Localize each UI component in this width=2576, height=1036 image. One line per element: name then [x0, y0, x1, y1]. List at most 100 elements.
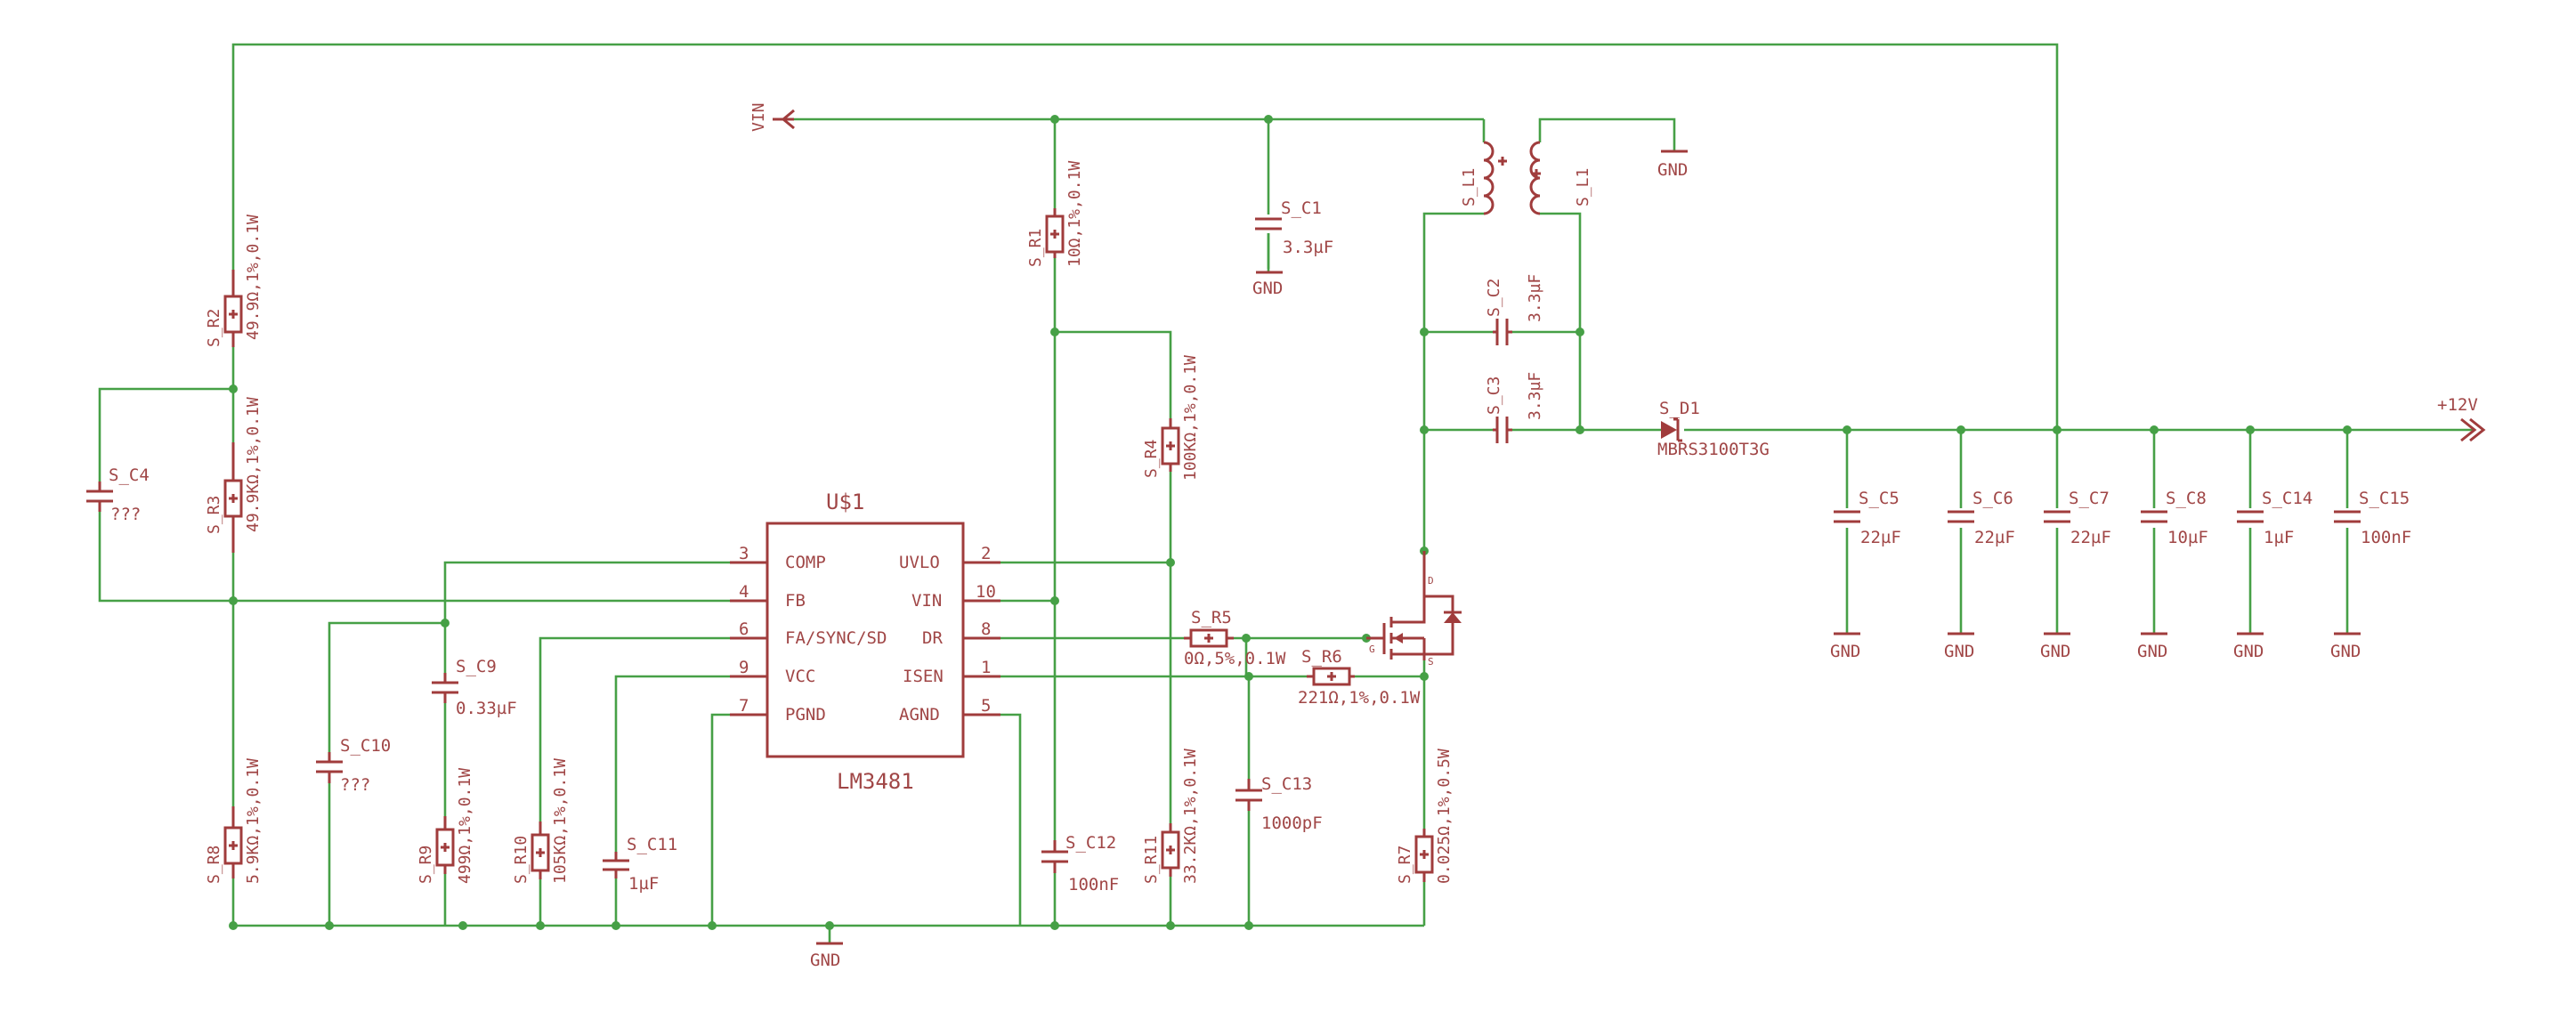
resistor-r4: S_R4 100KΩ,1%,0.1W: [1142, 355, 1200, 481]
resistor-ref: S_R10: [512, 836, 531, 884]
resistor-ref: S_R3: [205, 496, 223, 534]
pin-name: COMP: [785, 553, 826, 572]
diode-ref: S_D1: [1659, 399, 1700, 418]
gnd-label: GND: [810, 951, 840, 970]
capacitor-ref: S_C3: [1485, 376, 1503, 415]
resistor-ref: S_R8: [205, 846, 223, 884]
pin-num: 10: [976, 582, 996, 602]
capacitor-ref: S_C10: [340, 736, 391, 756]
capacitor-c4: S_C4 ???: [86, 465, 150, 524]
resistor-r11: S_R11 33.2KΩ,1%,0.1W: [1142, 749, 1200, 884]
resistor-r1: S_R1 10Ω,1%,0.1W: [1026, 161, 1084, 267]
pin-name: FA/SYNC/SD: [785, 628, 887, 648]
capacitor-value: 1µF: [628, 874, 659, 894]
capacitor-ref: S_C13: [1261, 774, 1312, 794]
capacitor-c5: S_C5 22µF: [1834, 489, 1901, 547]
out-port: +12V: [2437, 395, 2486, 442]
capacitor-value: 3.3µF: [1526, 372, 1544, 420]
gnd-symbol: GND: [810, 942, 843, 970]
capacitor-c6: S_C6 22µF: [1948, 489, 2015, 547]
resistor-value: 0Ω,5%,0.1W: [1184, 649, 1286, 668]
vin-port: VIN: [749, 102, 795, 132]
resistor-value: 0.025Ω,1%,0.5W: [1435, 749, 1454, 884]
resistor-value: 100KΩ,1%,0.1W: [1181, 355, 1200, 481]
diode-d1: S_D1 MBRS3100T3G: [1657, 399, 1770, 459]
capacitor-value: ???: [340, 775, 370, 795]
capacitor-c13: S_C13 1000pF: [1235, 774, 1323, 833]
resistor-ref: S_R7: [1396, 846, 1414, 884]
capacitor-c9: S_C9 0.33µF: [432, 657, 517, 718]
inductor-ref: S_L1: [1460, 168, 1478, 206]
resistor-r6: S_R6 221Ω,1%,0.1W: [1298, 647, 1421, 708]
pin-name: FB: [785, 591, 806, 611]
mosfet-gate-label: G: [1369, 643, 1375, 655]
resistor-ref: S_R4: [1142, 440, 1161, 478]
inductor-l1: S_L1 S_L1: [1460, 141, 1592, 215]
capacitor-ref: S_C1: [1281, 198, 1322, 218]
pin-name: DR: [922, 628, 943, 648]
capacitor-ref: S_C5: [1859, 489, 1900, 508]
capacitor-ref: S_C14: [2262, 489, 2313, 508]
gnd-label: GND: [1830, 642, 1860, 661]
capacitor-c14: S_C14 1µF: [2237, 489, 2313, 547]
capacitor-value: ???: [110, 505, 141, 524]
gnd-label: GND: [2233, 642, 2264, 661]
vin-label: VIN: [749, 102, 768, 132]
pin-num: 3: [739, 544, 749, 563]
gnd-symbol: GND: [2233, 632, 2264, 661]
gnd-label: GND: [2330, 642, 2361, 661]
capacitor-c3: S_C3 3.3µF: [1485, 372, 1544, 443]
resistor-value: 33.2KΩ,1%,0.1W: [1181, 749, 1200, 884]
pin-num: 4: [739, 582, 749, 602]
capacitor-ref: S_C15: [2359, 489, 2410, 508]
capacitor-c7: S_C7 22µF: [2044, 489, 2111, 547]
pin-num: 8: [981, 619, 991, 639]
resistor-r8: S_R8 5.9KΩ,1%,0.1W: [205, 758, 263, 884]
gnd-symbol: GND: [2330, 632, 2361, 661]
capacitor-c1: S_C1 3.3µF: [1255, 198, 1333, 257]
capacitor-value: 22µF: [1860, 528, 1901, 547]
resistor-ref: S_R5: [1191, 608, 1232, 627]
capacitor-value: 1µF: [2264, 528, 2294, 547]
pin-num: 6: [739, 619, 749, 639]
pin-num: 1: [981, 658, 991, 677]
mosfet-drain-label: D: [1428, 575, 1434, 587]
capacitor-c11: S_C11 1µF: [603, 835, 677, 894]
gnd-label: GND: [1252, 279, 1283, 298]
resistor-value: 49.9Ω,1%,0.1W: [244, 214, 263, 340]
resistor-r10: S_R10 105KΩ,1%,0.1W: [512, 758, 570, 884]
gnd-symbol: GND: [2137, 632, 2167, 661]
mosfet-q1: G D S: [1366, 551, 1462, 668]
wires: [98, 43, 2475, 943]
pin-name: AGND: [899, 705, 940, 724]
capacitor-ref: S_C8: [2166, 489, 2207, 508]
resistor-r3: S_R3 49.9KΩ,1%,0.1W: [205, 397, 263, 553]
resistor-value: 499Ω,1%,0.1W: [456, 768, 474, 884]
capacitor-value: 1000pF: [1261, 813, 1323, 833]
resistor-value: 49.9KΩ,1%,0.1W: [244, 397, 263, 532]
capacitor-ref: S_C7: [2069, 489, 2110, 508]
capacitor-ref: S_C6: [1973, 489, 2013, 508]
pin-name: ISEN: [903, 667, 944, 686]
gnd-symbol: GND: [1252, 271, 1283, 298]
capacitor-value: 22µF: [2070, 528, 2111, 547]
ic-ref: U$1: [826, 490, 864, 514]
pin-num: 9: [739, 658, 749, 677]
gnd-symbol: GND: [1830, 632, 1860, 661]
diode-value: MBRS3100T3G: [1657, 440, 1770, 459]
resistor-ref: S_R2: [205, 309, 223, 347]
capacitor-ref: S_C12: [1065, 833, 1116, 853]
resistor-ref: S_R11: [1142, 836, 1161, 884]
capacitor-value: 10µF: [2167, 528, 2208, 547]
pin-num: 7: [739, 696, 749, 716]
capacitor-c2: S_C2 3.3µF: [1485, 274, 1544, 345]
mosfet-source-label: S: [1428, 656, 1434, 668]
gnd-symbol: GND: [1657, 150, 1688, 180]
ic-part: LM3481: [837, 769, 914, 794]
resistor-ref: S_R1: [1026, 229, 1045, 267]
resistor-value: 5.9KΩ,1%,0.1W: [244, 758, 263, 884]
gnd-label: GND: [2040, 642, 2070, 661]
capacitor-c15: S_C15 100nF: [2334, 489, 2411, 547]
capacitor-ref: S_C4: [109, 465, 150, 485]
pin-name: UVLO: [899, 553, 940, 572]
